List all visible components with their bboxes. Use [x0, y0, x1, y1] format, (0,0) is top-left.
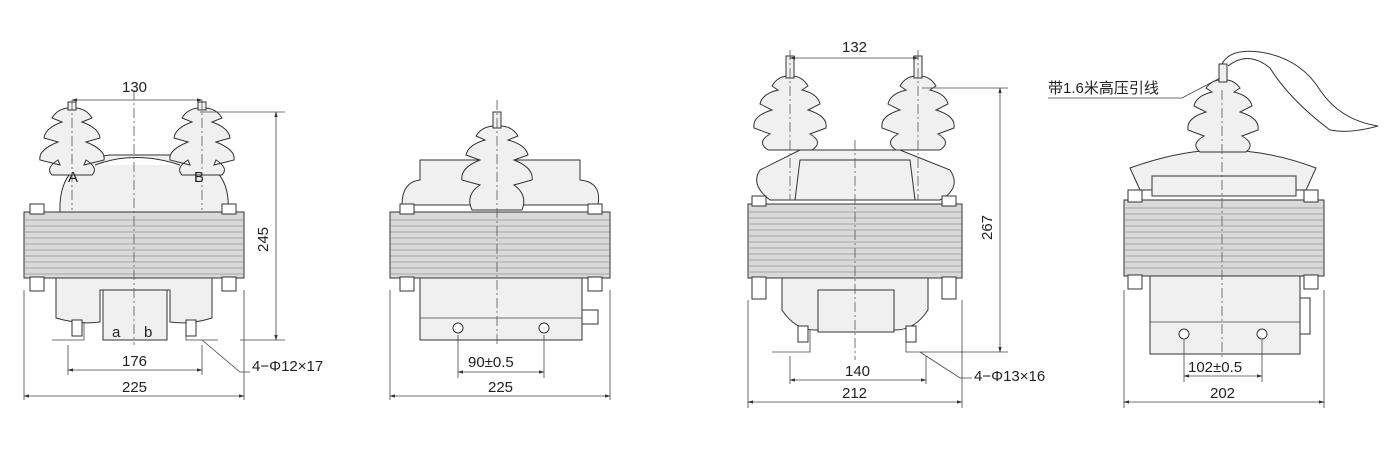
dim-overall-width: 225	[122, 379, 147, 396]
dim-terminal-spacing: 132	[842, 39, 867, 56]
terminal-a-label: A	[68, 169, 78, 186]
hv-lead-note: 带1.6米高压引线	[1048, 80, 1159, 97]
mounting-hole-note: 4−Φ12×17	[252, 358, 323, 375]
dim-mount-spacing: 90±0.5	[468, 354, 514, 371]
secondary-terminal-box	[102, 289, 168, 341]
hv-lead-wire	[1221, 50, 1379, 132]
dim-overall-width: 212	[842, 385, 867, 402]
dim-terminal-spacing: 130	[122, 79, 147, 96]
terminal-b-label: B	[194, 169, 204, 186]
view-1-front-two-bushing: A B a b 130 245 176	[23, 79, 323, 400]
terminal-a-small-label: a	[112, 324, 121, 341]
bushing-icon	[1187, 63, 1259, 153]
dim-overall-width: 225	[488, 379, 513, 396]
dim-mount-spacing: 102±0.5	[1188, 359, 1242, 376]
dim-mount-spacing: 176	[122, 353, 147, 370]
view-4-side-single-bushing: 带1.6米高压引线 102±0.5 202	[1048, 50, 1379, 408]
secondary-terminal-box	[817, 289, 895, 333]
mounting-hole-note: 4−Φ13×16	[974, 368, 1045, 385]
view-3-front-two-bushing: 132 267 140 212 4−Φ13×16	[747, 39, 1045, 408]
terminal-b-small-label: b	[144, 324, 152, 341]
dim-height: 245	[255, 227, 272, 252]
core-stack	[389, 211, 611, 279]
view-2-side-single-bushing: 90±0.5 225	[389, 100, 611, 400]
dim-height: 267	[979, 215, 996, 240]
dim-overall-width: 202	[1210, 385, 1235, 402]
dim-mount-spacing: 140	[845, 363, 870, 380]
